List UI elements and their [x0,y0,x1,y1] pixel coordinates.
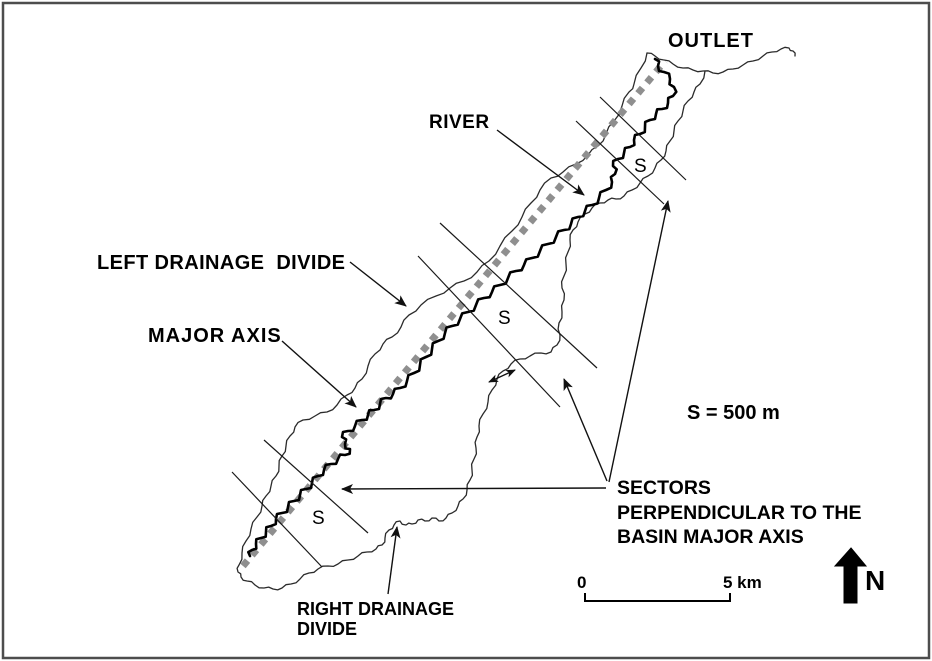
sector-line-bottom-lower [231,471,323,568]
sector-size-note: S = 500 m [687,402,780,424]
left-divide-arrow [349,261,407,307]
north-label: N [865,565,885,596]
annotation-arrows [281,129,671,595]
north-arrow-icon [833,547,868,604]
river-label: RIVER [429,112,490,133]
major-axis-line [240,58,668,569]
right-divide-arrow [387,526,401,595]
sector-line-bottom-upper [263,439,369,534]
sectors-label: SECTORS PERPENDICULAR TO THE BASIN MAJOR… [617,477,862,548]
left-drainage-divide-label: LEFT DRAINAGE DIVIDE [97,252,345,274]
outlet-label: OUTLET [668,30,754,52]
sector-line-outlet-upper [599,96,687,181]
outlet-edge [646,46,796,75]
sector-s-symbol-bottom: S [312,508,325,529]
sectors-label-line2: PERPENDICULAR TO THE [617,502,862,524]
right-drainage-divide-line2: DIVIDE [297,619,357,639]
river-arrow [496,129,585,196]
right-drainage-divide-label: RIGHT DRAINAGE DIVIDE [297,599,454,639]
scale-bar-line [584,593,731,602]
sector-s-symbol-middle: S [498,308,511,329]
scale-bar-end-label: 5 km [723,573,762,592]
sector-width-double-arrow [488,369,516,383]
right-drainage-divide-line1: RIGHT DRAINAGE [297,599,454,619]
sectors-arrow-bottom [341,483,607,494]
basin-outline [236,52,706,591]
sector-line-middle-upper [439,222,598,369]
scale-bar-start-label: 0 [577,573,586,592]
sectors-arrow-middle [563,378,608,482]
sector-lines [231,96,687,568]
sectors-label-line3: BASIN MAJOR AXIS [617,526,804,548]
major-axis-label: MAJOR AXIS [148,325,282,347]
river-line [247,57,678,558]
sector-line-middle-lower [417,255,561,408]
north-indicator: N [833,547,885,604]
scale-bar: 0 5 km [577,573,762,602]
sector-line-outlet-lower [575,120,665,205]
sectors-label-line1: SECTORS [617,477,711,499]
major-axis-arrow [281,340,357,408]
sector-s-symbol-outlet: S [634,156,647,177]
sectors-arrow-outlet [608,200,671,483]
